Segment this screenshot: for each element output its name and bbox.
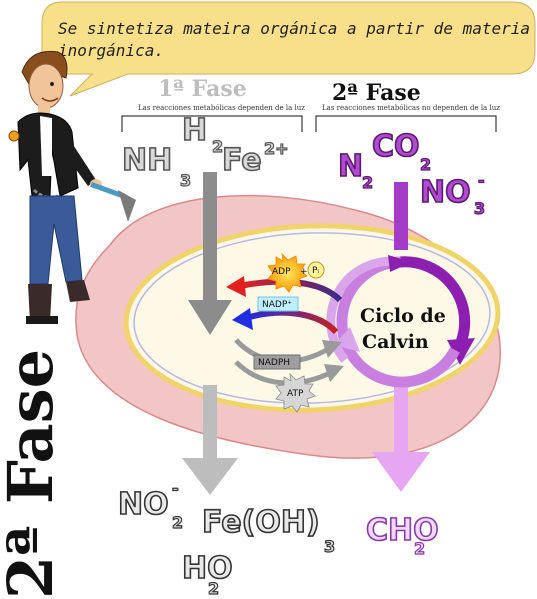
no2-subscript: 2 (172, 513, 183, 532)
co2-formula: CO (372, 129, 420, 164)
calvin-cycle-label-2: Calvin (362, 331, 429, 353)
atp-label: ATP (287, 389, 304, 399)
nh3-subscript: 3 (180, 171, 191, 190)
adp-starburst: ADP + Pᵢ (267, 252, 325, 293)
h2o-subscript: 2 (208, 579, 219, 598)
phase1-outputs: NO 2 - Fe(OH) 3 HO 2 (117, 478, 336, 598)
phase2-subtitle: Las reacciones metabólicas no dependen d… (322, 104, 500, 112)
phase1-flow-arrow (182, 172, 238, 495)
no2-charge: - (172, 479, 179, 498)
nadp-box: NADP⁺ (257, 296, 299, 312)
speech-bubble-line-2: inorgánica. (58, 41, 164, 60)
no3-subscript: 3 (474, 199, 485, 218)
h2-subscript: 2 (212, 137, 223, 156)
fe-charge: 2+ (264, 139, 289, 158)
n2-subscript: 2 (362, 173, 373, 192)
co2-subscript: 2 (420, 155, 431, 174)
nadp-label: NADP⁺ (262, 300, 292, 310)
cho-subscript: 2 (414, 539, 425, 558)
feoh3-subscript: 3 (324, 537, 335, 556)
n2-formula: N (338, 149, 363, 184)
phase1-title: 1ª Fase (158, 76, 247, 102)
feoh3-formula: Fe(OH) (202, 505, 320, 540)
speech-bubble-line-1: Se sintetiza mateira orgánica a partir d… (58, 19, 530, 38)
no3-charge: - (478, 171, 485, 190)
phosphate-label: Pᵢ (312, 266, 319, 276)
calvin-cycle: Ciclo de Calvin (326, 255, 475, 388)
cartoon-character (8, 50, 136, 324)
phase1-subtitle: Las reacciones metabólicas dependen de l… (138, 104, 305, 112)
phase2-title: 2ª Fase (332, 80, 421, 106)
phase1-bracket (121, 115, 303, 132)
nh3-formula: NH (122, 143, 172, 178)
phase2-flow-arrow (372, 182, 430, 492)
nadp-return-arrow (232, 308, 339, 335)
phase1-inputs: NH 3 H 2 Fe 2+ (121, 112, 289, 190)
phase2-bracket (315, 115, 497, 132)
adp-label: ADP (272, 267, 291, 277)
h2-formula: H (182, 113, 207, 148)
calvin-cycle-label-1: Ciclo de (360, 305, 446, 327)
h2o-formula: HO (182, 551, 233, 586)
side-phase-label: 2ª Fase (0, 349, 67, 599)
no3-formula: NO (420, 175, 471, 210)
plus-label: + (300, 267, 308, 277)
atp-starburst: ATP (275, 372, 316, 413)
phosphate-circle (307, 261, 325, 279)
phase2-inputs: N 2 CO 2 NO 3 - (337, 128, 486, 218)
fe-formula: Fe (222, 143, 262, 178)
no2-formula: NO (118, 487, 169, 522)
speech-bubble: Se sintetiza mateira orgánica a partir d… (41, 1, 536, 97)
cho-formula: CHO (366, 513, 439, 548)
nadph-box: NADPH (253, 354, 301, 370)
phase2-outputs: CHO 2 (365, 512, 439, 558)
nadph-label: NADPH (258, 358, 290, 368)
